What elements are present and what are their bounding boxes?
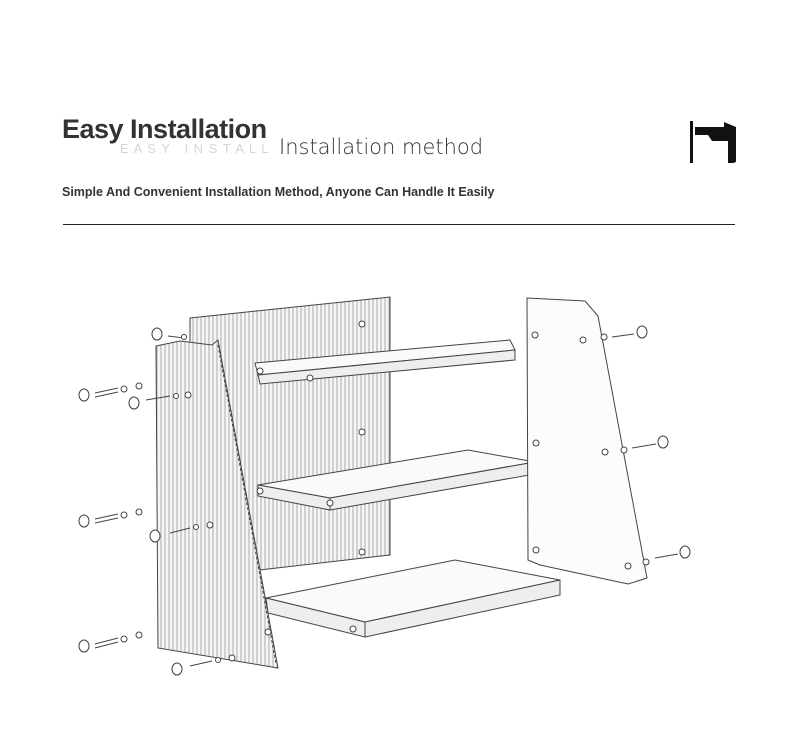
shelf-middle	[256, 449, 536, 511]
page-subtitle: Installation method	[279, 135, 484, 159]
shelf-top	[254, 339, 516, 385]
ghost-text: E A S Y I N S T A L L	[120, 141, 270, 156]
shelf-assembly-illustration	[78, 296, 691, 676]
divider	[63, 224, 735, 225]
flag-icon	[690, 121, 736, 163]
page-description: Simple And Convenient Installation Metho…	[62, 185, 495, 199]
shelf-bottom	[265, 559, 561, 638]
page-title: Easy Installation	[62, 114, 267, 144]
